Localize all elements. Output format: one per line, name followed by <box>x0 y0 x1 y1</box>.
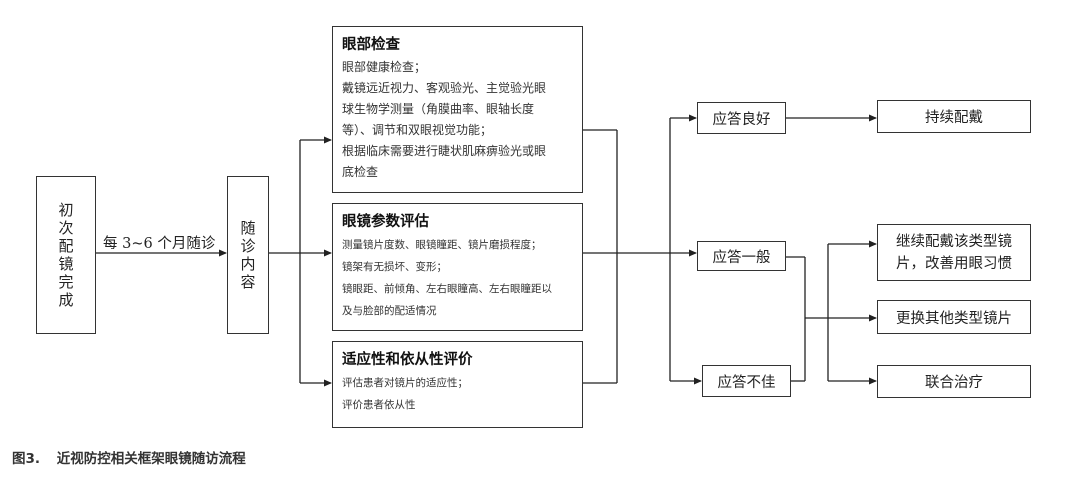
node-start-char: 镜 <box>58 255 74 273</box>
node-combined: 联合治疗 <box>877 365 1031 398</box>
figure-number: 图3. <box>12 451 41 467</box>
node-resp-good: 应答良好 <box>697 102 786 134</box>
node-continue-improve-line: 继续配戴该类型镜 <box>896 233 1012 250</box>
node-eye-exam-title: 眼部检查 <box>342 37 400 53</box>
node-start-char: 成 <box>58 291 74 309</box>
node-eye-exam-line: 等）、调节和双眼视觉功能； <box>342 123 493 137</box>
figure-caption-text: 近视防控相关框架眼镜随访流程 <box>56 451 246 467</box>
node-lens-params-line: 镜架有无损坏、变形； <box>342 261 447 273</box>
figure-caption: 图3. 近视防控相关框架眼镜随访流程 <box>12 447 246 467</box>
node-resp-fair: 应答一般 <box>697 241 786 271</box>
node-followup: 随 诊 内 容 <box>227 176 269 334</box>
node-eye-exam-line: 戴镜远近视力、客观验光、主觉验光眼 <box>342 81 547 95</box>
node-start-char: 次 <box>58 219 74 237</box>
node-eye-exam-line: 球生物学测量（角膜曲率、眼轴长度 <box>342 102 535 116</box>
node-start-char: 完 <box>58 273 74 291</box>
node-lens-params: 眼镜参数评估 测量镜片度数、眼镜瞳距、镜片磨损程度； 镜架有无损坏、变形； 镜眼… <box>332 203 583 331</box>
node-adapt-title: 适应性和依从性评价 <box>342 352 473 368</box>
node-followup-char: 诊 <box>240 237 256 255</box>
node-lens-params-line: 测量镜片度数、眼镜瞳距、镜片磨损程度； <box>342 239 542 251</box>
node-start-char: 初 <box>58 201 74 219</box>
node-adapt-line: 评估患者对镜片的适应性； <box>342 377 468 389</box>
node-start: 初 次 配 镜 完 成 <box>36 176 96 334</box>
node-eye-exam-line: 底检查 <box>342 165 379 179</box>
node-adapt-line: 评价患者依从性 <box>342 399 416 411</box>
node-lens-params-title: 眼镜参数评估 <box>342 214 429 230</box>
edge-label-interval: 每 3~6 个月随诊 <box>103 236 216 252</box>
node-start-char: 配 <box>58 237 74 255</box>
node-continue-wear: 持续配戴 <box>877 100 1031 133</box>
node-eye-exam-line: 眼部健康检查； <box>342 60 427 74</box>
node-eye-exam-line: 根据临床需要进行睫状肌麻痹验光或眼 <box>342 144 547 158</box>
node-followup-char: 容 <box>240 273 256 291</box>
node-continue-improve-line: 片，改善用眼习惯 <box>896 255 1012 272</box>
node-resp-poor: 应答不佳 <box>702 365 791 397</box>
node-lens-params-line: 镜眼距、前倾角、左右眼瞳高、左右眼瞳距以 <box>342 283 552 295</box>
node-continue-improve: 继续配戴该类型镜 片，改善用眼习惯 <box>877 224 1031 281</box>
node-eye-exam: 眼部检查 眼部健康检查； 戴镜远近视力、客观验光、主觉验光眼 球生物学测量（角膜… <box>332 26 583 193</box>
node-followup-char: 随 <box>240 219 256 237</box>
node-adapt: 适应性和依从性评价 评估患者对镜片的适应性； 评价患者依从性 <box>332 341 583 428</box>
node-lens-params-line: 及与脸部的配适情况 <box>342 305 437 317</box>
node-followup-char: 内 <box>240 255 256 273</box>
node-change-lens: 更换其他类型镜片 <box>877 300 1031 334</box>
